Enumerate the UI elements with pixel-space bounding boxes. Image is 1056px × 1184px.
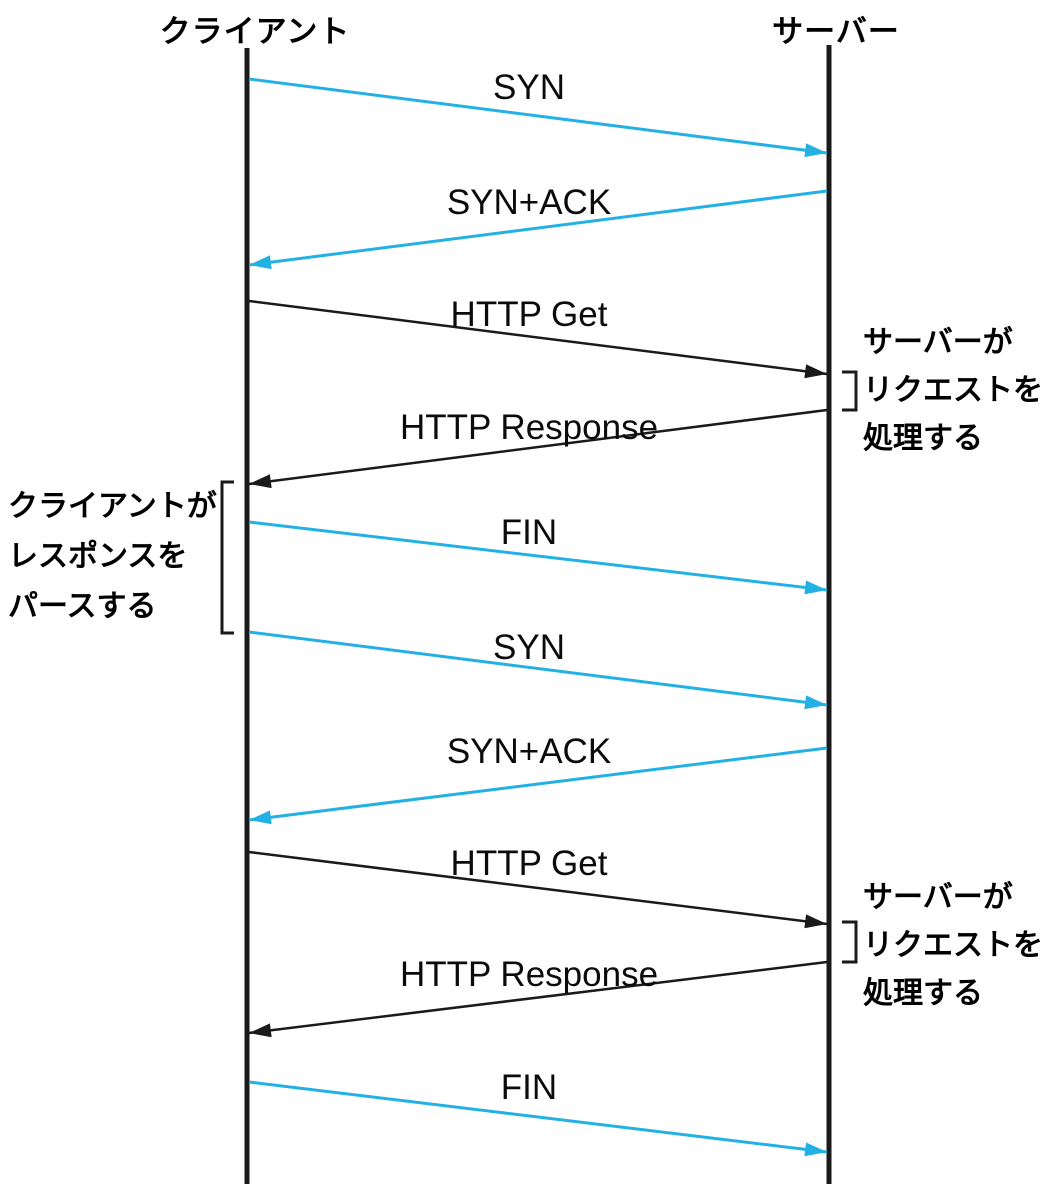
message-arrow-syn-ack [248, 746, 828, 825]
note-line: サーバーが [863, 326, 1013, 359]
server-note-2-bracket [842, 920, 858, 964]
message-label-http-response-2: HTTP Response [399, 955, 659, 994]
message-label-fin-1: FIN [500, 513, 558, 552]
note-line: 処理する [863, 422, 983, 455]
message-arrow-http-get [248, 850, 828, 929]
message-arrow-syn [248, 77, 828, 158]
message-label-syn-1: SYN [493, 68, 565, 107]
message-label-syn-2: SYN [493, 628, 565, 667]
message-label-synack-1: SYN+ACK [446, 183, 612, 222]
message-arrow-fin [248, 520, 828, 595]
note-client-parses-response: クライアントが レスポンスを パースする [8, 482, 217, 632]
note-line: パースする [8, 590, 157, 623]
note-line: 処理する [863, 977, 983, 1010]
message-arrow-syn-ack [248, 189, 828, 270]
actor-client-label: クライアント [159, 14, 351, 49]
actor-server-label: サーバー [772, 14, 900, 49]
message-arrow-syn [248, 630, 828, 710]
note-line: サーバーが [863, 881, 1013, 914]
message-label-synack-2: SYN+ACK [446, 732, 612, 771]
client-note-bracket [220, 480, 234, 635]
note-server-processes-request-2: サーバーが リクエストを 処理する [863, 874, 1043, 1018]
note-line: リクエストを [863, 929, 1043, 962]
message-arrow-http-response [248, 960, 828, 1038]
message-label-http-get-2: HTTP Get [450, 844, 608, 883]
server-note-1-bracket [842, 370, 858, 412]
note-server-processes-request-1: サーバーが リクエストを 処理する [863, 319, 1043, 463]
message-arrow-http-get [248, 299, 828, 379]
message-arrow-http-response [248, 408, 828, 489]
note-line: リクエストを [863, 374, 1043, 407]
note-line: レスポンスを [8, 540, 188, 573]
message-label-http-get-1: HTTP Get [450, 295, 608, 334]
message-label-http-response-1: HTTP Response [399, 408, 659, 447]
note-line: クライアントが [8, 490, 217, 523]
message-arrow-fin [248, 1080, 828, 1157]
message-label-fin-2: FIN [500, 1068, 558, 1107]
